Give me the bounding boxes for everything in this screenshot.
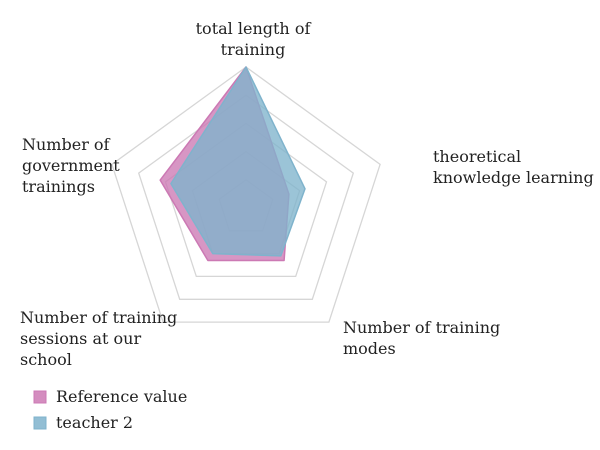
grid-ring-4 (137, 94, 355, 300)
legend: Reference value teacher 2 (33, 387, 187, 432)
legend-swatch-0 (33, 390, 47, 404)
series-area-1 (170, 66, 306, 257)
grid-ring-5 (111, 66, 381, 323)
legend-swatch-1 (33, 416, 47, 430)
legend-label-1: teacher 2 (56, 413, 133, 432)
radar-series (159, 66, 306, 262)
legend-label-0: Reference value (56, 387, 187, 406)
